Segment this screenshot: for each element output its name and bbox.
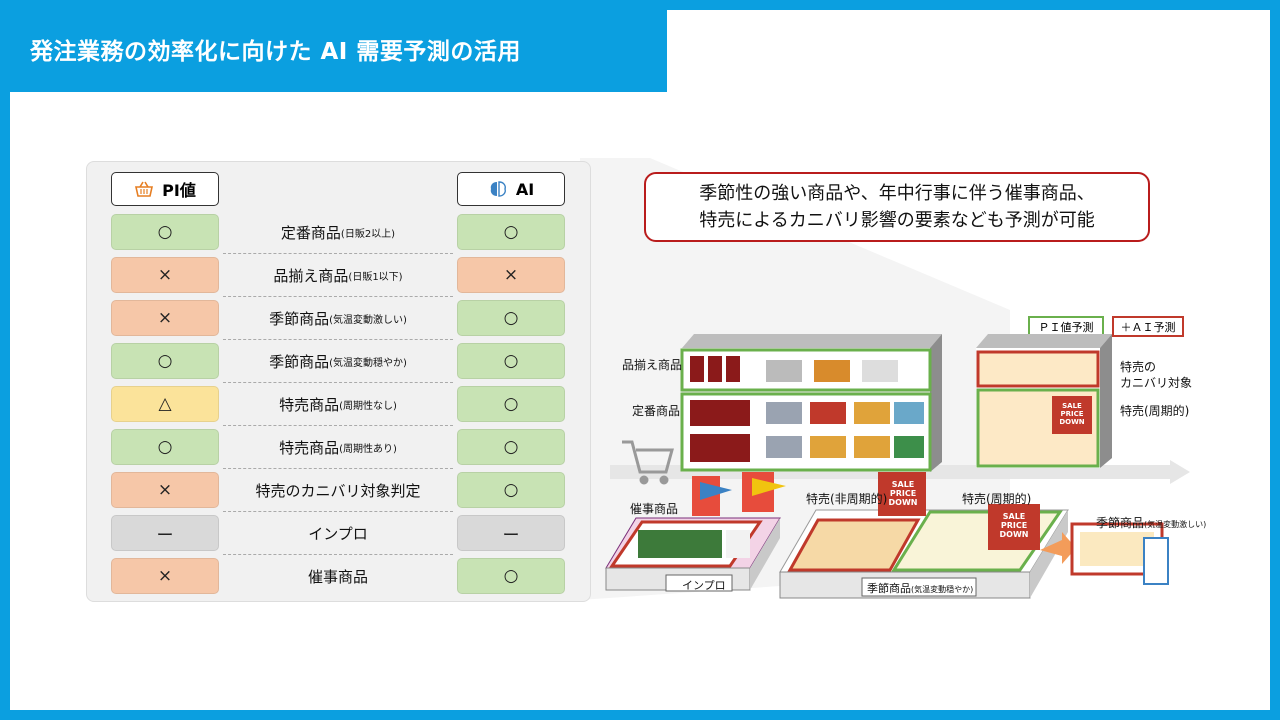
title-bar: 発注業務の効率化に向けた AI 需要予測の活用 <box>10 10 667 92</box>
row-separator <box>223 339 453 340</box>
row-label-note: (日販2以上) <box>340 228 396 240</box>
pi-cell: × <box>111 472 219 508</box>
row-label-text: 定番商品 <box>280 223 341 242</box>
pi-cell: × <box>111 300 219 336</box>
ai-cell: ○ <box>457 558 565 594</box>
slide-title: 発注業務の効率化に向けた AI 需要予測の活用 <box>30 39 521 65</box>
ai-cell: ○ <box>457 429 565 465</box>
label-sale-periodic-right: 特売(周期的) <box>1120 404 1190 418</box>
row-separator <box>223 382 453 383</box>
row-label-text: 特売のカニバリ対象判定 <box>255 481 421 500</box>
row-separator <box>223 554 453 555</box>
seasonal-box <box>1070 522 1169 585</box>
pi-cell: ○ <box>111 214 219 250</box>
ai-cell: ー <box>457 515 565 551</box>
basket-icon <box>135 181 154 197</box>
slide: 発注業務の効率化に向けた AI 需要予測の活用 PI値 AI ○定番商品(日販2… <box>10 10 1270 710</box>
comparison-table: PI値 AI ○定番商品(日販2以上)○×品揃え商品(日販1以下)××季節商品(… <box>86 161 591 602</box>
row-label: 定番商品(日販2以上) <box>223 214 453 250</box>
row-label-text: 品揃え商品 <box>273 266 349 285</box>
row-label: 特売商品(周期性なし) <box>223 386 453 422</box>
brain-icon <box>490 181 506 197</box>
cart-icon <box>622 440 674 485</box>
ai-cell: ○ <box>457 386 565 422</box>
label-regular: 定番商品 <box>632 404 681 418</box>
row-label: 催事商品 <box>223 558 453 594</box>
row-label: 特売のカニバリ対象判定 <box>223 472 453 508</box>
row-separator <box>223 511 453 512</box>
row-label-note: (周期性あり) <box>339 443 397 455</box>
label-sale-nonperiodic: 特売(非周期的) <box>806 492 888 506</box>
row-label: インプロ <box>223 515 453 551</box>
label-seasonal-mild: 季節商品(気温変動穏やか) <box>867 582 974 595</box>
label-assortment: 品揃え商品 <box>622 358 683 372</box>
row-label-note: (周期性なし) <box>339 400 397 412</box>
ai-cell: ○ <box>457 214 565 250</box>
label-sale-target-2: カニバリ対象 <box>1120 376 1193 390</box>
row-label-text: 催事商品 <box>307 567 368 586</box>
pi-header-label: PI値 <box>162 181 196 200</box>
ai-cell: ○ <box>457 300 565 336</box>
callout-line-1: 季節性の強い商品や、年中行事に伴う催事商品、 <box>699 183 1095 204</box>
legend-ai: ＋ＡＩ予測 <box>1112 316 1184 337</box>
pi-cell: ー <box>111 515 219 551</box>
label-event-goods: 催事商品 <box>630 502 679 516</box>
row-label: 特売商品(周期性あり) <box>223 429 453 465</box>
label-sale-periodic: 特売(周期的) <box>962 492 1032 506</box>
row-label-note: (気温変動穏やか) <box>329 357 407 369</box>
pi-cell: ○ <box>111 429 219 465</box>
row-separator <box>223 468 453 469</box>
row-label-note: (気温変動激しい) <box>329 314 407 326</box>
ai-header: AI <box>457 172 565 206</box>
row-separator <box>223 253 453 254</box>
row-label-text: 特売商品 <box>279 395 340 414</box>
main-shelf <box>680 334 942 472</box>
row-separator <box>223 425 453 426</box>
row-label-text: 季節商品 <box>269 309 330 328</box>
pi-cell: × <box>111 257 219 293</box>
event-goods-table <box>605 472 786 592</box>
endcap-shelf <box>976 334 1112 468</box>
row-label-note: (日販1以下) <box>348 271 403 283</box>
pi-cell: △ <box>111 386 219 422</box>
row-label-text: 特売商品 <box>279 438 340 457</box>
store-illustration <box>605 334 1190 599</box>
row-label-text: 季節商品 <box>269 352 330 371</box>
row-label-text: インプロ <box>308 524 368 543</box>
label-seasonal-harsh: 季節商品(気温変動激しい) <box>1096 516 1207 530</box>
promo-tables <box>779 472 1076 599</box>
ai-cell: ○ <box>457 472 565 508</box>
row-label: 季節商品(気温変動穏やか) <box>223 343 453 379</box>
label-inpro: インプロ <box>682 579 726 592</box>
callout-line-2: 特売によるカニバリ影響の要素なども予測が可能 <box>699 210 1095 231</box>
ai-cell: ○ <box>457 343 565 379</box>
callout-box: 季節性の強い商品や、年中行事に伴う催事商品、 特売によるカニバリ影響の要素なども… <box>644 172 1150 242</box>
row-label: 品揃え商品(日販1以下) <box>223 257 453 293</box>
pi-cell: ○ <box>111 343 219 379</box>
pi-cell: × <box>111 558 219 594</box>
pi-header: PI値 <box>111 172 219 206</box>
label-sale-target-1: 特売の <box>1120 360 1157 374</box>
row-separator <box>223 296 453 297</box>
row-label: 季節商品(気温変動激しい) <box>223 300 453 336</box>
ai-cell: × <box>457 257 565 293</box>
ai-header-label: AI <box>515 179 535 199</box>
